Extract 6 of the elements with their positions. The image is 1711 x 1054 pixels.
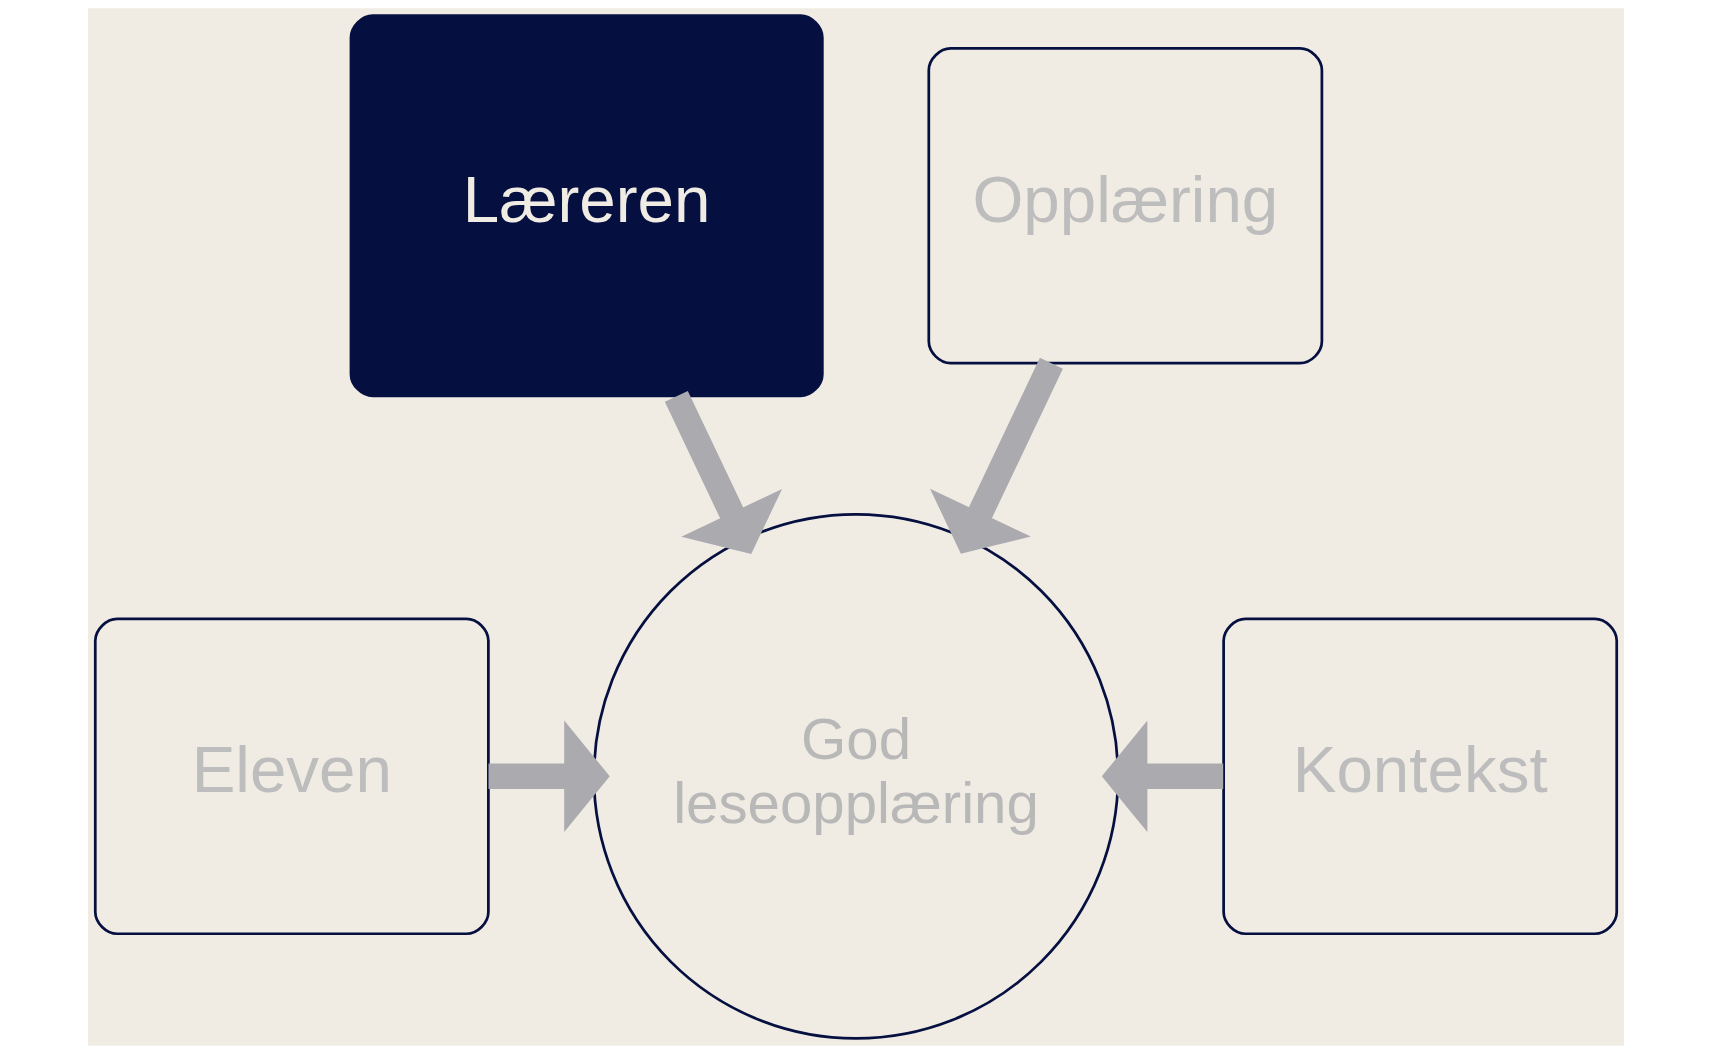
arrow	[488, 720, 610, 833]
node-circle: God leseopplæring	[592, 512, 1119, 1040]
node-box: Læreren	[349, 14, 824, 398]
arrow	[1101, 720, 1223, 833]
arrow	[664, 390, 782, 554]
arrow	[929, 357, 1063, 554]
